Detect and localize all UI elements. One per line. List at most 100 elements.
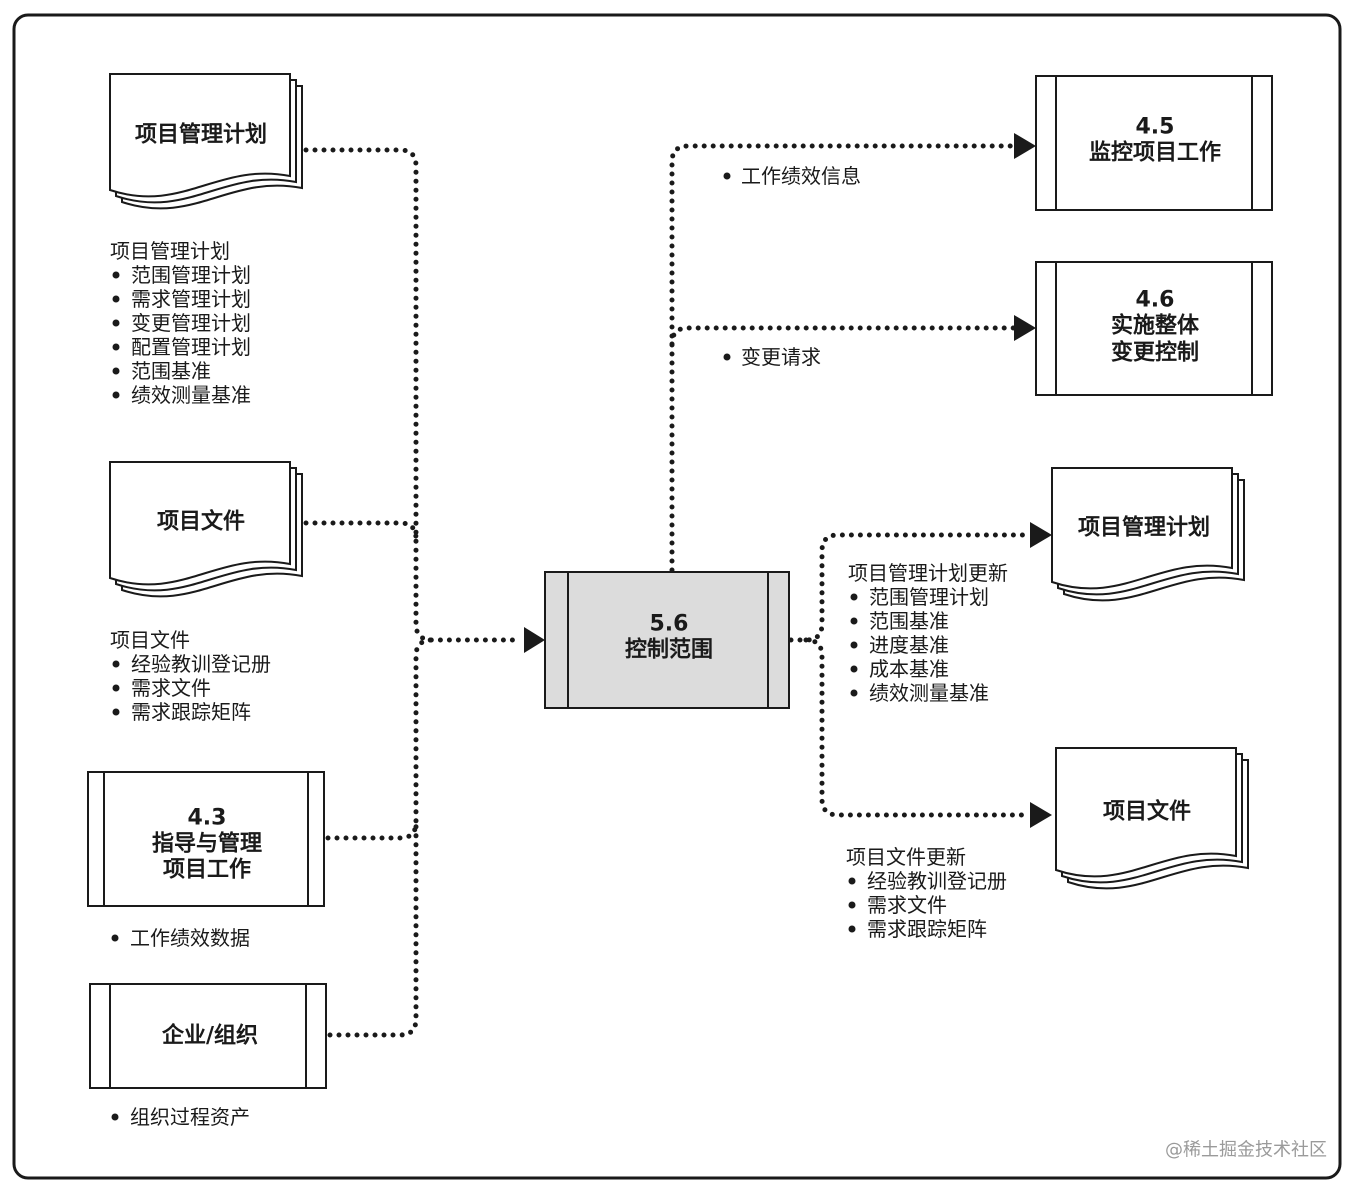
bullet-dot xyxy=(850,593,858,601)
document-stack-project-documents-output: 项目文件 xyxy=(1055,747,1249,890)
bullet-dot xyxy=(112,319,120,327)
list-item: 绩效测量基准 xyxy=(869,681,989,705)
bullet-dot xyxy=(112,391,120,399)
enterprise-organization-box: 企业/组织 xyxy=(89,983,327,1089)
process-title-line: 项目工作 xyxy=(163,858,251,883)
list-item: 变更管理计划 xyxy=(131,311,251,335)
center-process-title: 控制范围 xyxy=(625,637,713,663)
input-documents-details-list: 项目文件 经验教训登记册 需求文件 需求跟踪矩阵 xyxy=(110,628,271,724)
bullet-dot xyxy=(112,684,120,692)
document-stack-project-management-plan-output: 项目管理计划 xyxy=(1051,467,1245,602)
list-item: 需求文件 xyxy=(131,676,211,700)
list-item: 需求跟踪矩阵 xyxy=(867,917,987,941)
flow-line-documents-to-center xyxy=(303,520,419,542)
list-heading: 项目管理计划 xyxy=(110,239,230,263)
input-4-3-list: 工作绩效数据 xyxy=(111,926,250,950)
bullet-dot xyxy=(850,617,858,625)
bullet-dot xyxy=(112,708,120,716)
process-box-outline xyxy=(1035,261,1273,396)
bullet-dot xyxy=(112,343,120,351)
list-item: 范围基准 xyxy=(869,609,949,633)
arrowhead-into-plan-update xyxy=(1030,522,1052,548)
bullet-dot xyxy=(112,295,120,303)
process-number: 4.3 xyxy=(188,806,227,831)
arrowhead-into-4-5 xyxy=(1014,133,1036,159)
bullet-dot xyxy=(850,689,858,697)
document-page-front xyxy=(1055,747,1237,878)
list-item: 范围管理计划 xyxy=(869,585,989,609)
flow-line-center-to-4-5 xyxy=(669,143,1017,573)
bullet-dot xyxy=(850,641,858,649)
process-title-line: 指导与管理 xyxy=(152,831,262,857)
document-page-front xyxy=(109,461,291,586)
document-stack-project-management-plan-input: 项目管理计划 xyxy=(109,73,303,210)
bullet-dot xyxy=(111,934,119,942)
input-plan-details-list: 项目管理计划 范围管理计划 需求管理计划 变更管理计划 配置管理计划 范围基准 … xyxy=(110,239,251,407)
center-process-outline xyxy=(544,571,790,709)
arrowhead-into-4-6 xyxy=(1014,315,1036,341)
document-label: 项目文件 xyxy=(1103,799,1191,825)
process-box-5-6-center: 5.6 控制范围 xyxy=(544,571,790,709)
process-title-line: 实施整体 xyxy=(1111,313,1200,339)
list-heading: 项目文件 xyxy=(110,628,190,652)
document-page-front xyxy=(1051,467,1233,590)
list-item: 需求管理计划 xyxy=(131,287,251,311)
process-number: 4.6 xyxy=(1136,288,1175,313)
flow-line-center-to-plan-update xyxy=(788,532,1033,643)
document-page-front xyxy=(109,73,291,198)
process-number: 4.5 xyxy=(1136,115,1175,140)
bullet-dot xyxy=(848,901,856,909)
list-item: 进度基准 xyxy=(869,633,949,657)
bullet-dot xyxy=(112,271,120,279)
arrowhead-into-documents-update xyxy=(1030,802,1052,828)
diagram-frame xyxy=(12,13,1342,1180)
list-item: 经验教训登记册 xyxy=(867,869,1007,893)
list-item: 范围基准 xyxy=(131,359,211,383)
list-item: 工作绩效数据 xyxy=(130,926,250,950)
document-label: 项目文件 xyxy=(157,509,245,535)
bullet-dot xyxy=(112,660,120,668)
document-label: 项目管理计划 xyxy=(1078,515,1210,541)
bullet-dot xyxy=(723,353,731,361)
list-heading: 项目管理计划更新 xyxy=(848,561,1008,585)
bullet-dot xyxy=(848,925,856,933)
flow-line-4-3-to-center xyxy=(325,637,435,841)
process-title-line: 监控项目工作 xyxy=(1089,140,1221,166)
process-box-4-6: 4.6 实施整体 变更控制 xyxy=(1035,261,1273,396)
process-box-outline xyxy=(1035,75,1273,211)
bullet-dot xyxy=(723,172,731,180)
list-heading: 项目文件更新 xyxy=(846,845,966,869)
process-title-line: 变更控制 xyxy=(1111,340,1199,366)
process-box-outline xyxy=(87,771,325,907)
list-item: 范围管理计划 xyxy=(131,263,251,287)
output-4-6-flow-label: 变更请求 xyxy=(723,345,821,369)
enterprise-box-outline xyxy=(89,983,327,1089)
bullet-dot xyxy=(848,877,856,885)
flow-line-enterprise-to-center xyxy=(327,819,419,1038)
list-item: 需求跟踪矩阵 xyxy=(131,700,251,724)
output-plan-updates-list: 项目管理计划更新 范围管理计划 范围基准 进度基准 成本基准 绩效测量基准 xyxy=(848,561,1008,705)
enterprise-label: 企业/组织 xyxy=(161,1023,258,1049)
list-item: 成本基准 xyxy=(869,657,949,681)
flow-line-plan-to-center xyxy=(303,147,521,643)
flow-item: 变更请求 xyxy=(741,345,821,369)
list-item: 需求文件 xyxy=(867,893,947,917)
output-documents-updates-list: 项目文件更新 经验教训登记册 需求文件 需求跟踪矩阵 xyxy=(846,845,1007,941)
bullet-dot xyxy=(112,367,120,375)
bullet-dot xyxy=(111,1113,119,1121)
center-process-number: 5.6 xyxy=(650,612,689,637)
flow-line-center-to-documents-update xyxy=(803,637,1033,818)
document-label: 项目管理计划 xyxy=(135,122,267,148)
process-box-4-5: 4.5 监控项目工作 xyxy=(1035,75,1273,211)
arrowhead-into-center xyxy=(524,627,545,653)
output-4-5-flow-label: 工作绩效信息 xyxy=(723,164,861,188)
document-stack-project-documents-input: 项目文件 xyxy=(109,461,303,598)
flow-item: 工作绩效信息 xyxy=(741,164,861,188)
bullet-dot xyxy=(850,665,858,673)
list-item: 配置管理计划 xyxy=(131,335,251,359)
process-box-4-3: 4.3 指导与管理 项目工作 xyxy=(87,771,325,907)
list-item: 绩效测量基准 xyxy=(131,383,251,407)
list-item: 经验教训登记册 xyxy=(131,652,271,676)
watermark: @稀土掘金技术社区 xyxy=(1165,1140,1327,1161)
